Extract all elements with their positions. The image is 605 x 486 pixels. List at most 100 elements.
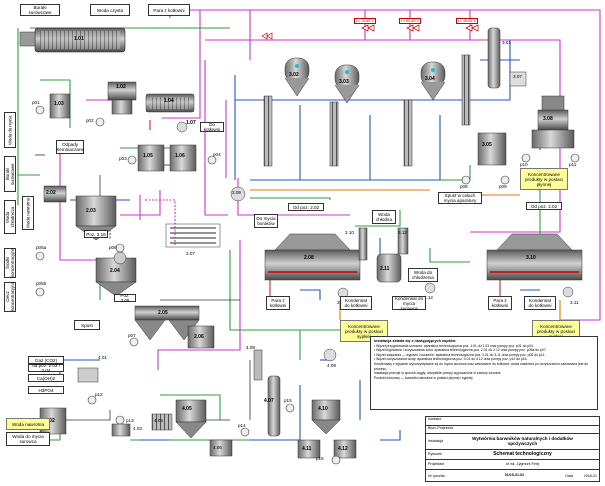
- pump-tag-p13: p13: [126, 418, 134, 423]
- pump-tag-p06: p06: [109, 245, 117, 250]
- dashed-line: [145, 199, 176, 245]
- tag-3-12: 3.12: [398, 230, 407, 235]
- box-spust: Spust: [74, 320, 100, 330]
- tag-2-02: 2.02: [46, 190, 56, 196]
- box-od-poz202: Od poz. 2.02: [288, 203, 324, 211]
- tag-2-05: 2.05: [158, 310, 168, 316]
- equipment-1-03: [49, 93, 71, 119]
- equipment-2-06: [187, 325, 215, 349]
- box-kondensat2: Kondensat do mycia surowca: [392, 296, 426, 311]
- side-label-woda-chlodnicza: Woda chłodnicza: [4, 200, 16, 234]
- box-koncentrat-plyn: Koncentrowane produkty w postaci płynnej: [520, 168, 568, 190]
- equipment-4-05: [175, 399, 207, 439]
- pump-tag-p11: p11: [569, 162, 577, 167]
- box-woda-naw: Woda nawrotna: [6, 418, 50, 430]
- pump-p03: [127, 155, 137, 165]
- pump-p08: [461, 175, 471, 185]
- equipment-3-02: [284, 57, 310, 97]
- tag-2-03: 2.03: [86, 208, 96, 214]
- equipment-3-03: [334, 64, 360, 104]
- pump-p09: [500, 175, 510, 185]
- pump-tag-p14: p14: [238, 423, 246, 428]
- equipment-4-09: [323, 348, 337, 362]
- box-woda-chlodz: Woda chłodna: [372, 210, 396, 224]
- tag-3-10: 3.10: [526, 255, 536, 261]
- tb-rysunek-value: Schemat technologiczny: [493, 451, 552, 457]
- equipment-2-02: [43, 185, 67, 203]
- tag-3-02: 3.02: [289, 72, 299, 78]
- pump-p02: [95, 117, 105, 127]
- tag-4-07: 4.07: [264, 398, 274, 404]
- tag-1-04: 1.04: [164, 98, 174, 104]
- tag-1-02: 1.02: [116, 84, 126, 90]
- pump-tag-p05b: p05b: [36, 281, 47, 286]
- tag-3-11: 3.11: [570, 300, 579, 305]
- equipment-2-08: [264, 233, 361, 281]
- box-poz318: Poz. 3.18: [84, 230, 108, 238]
- box-gaz2: od poz. 2.03 i 2.04: [28, 363, 64, 373]
- equipment-2-11: [376, 253, 402, 283]
- pumps: [35, 105, 580, 465]
- box-cip: Spust w celach mycia aparatury: [438, 192, 482, 204]
- equipment-1-02: [107, 81, 137, 115]
- tag-2-07: 2.07: [186, 251, 195, 256]
- tag-4-08: 4.08: [246, 345, 255, 350]
- equipment-2-12: [424, 282, 436, 294]
- tag-4-01: 4.01: [98, 355, 107, 360]
- tag-4-04: 4.04: [154, 418, 163, 423]
- pump-p05a: [35, 251, 45, 261]
- pump-p05b: [35, 287, 45, 297]
- pump-tag-p07: p07: [128, 333, 136, 338]
- box-do-kotlowni: Do kotłowni: [200, 122, 224, 132]
- box-woda-czysta: Woda czysta: [90, 4, 130, 16]
- notes-line-3: Węzeł zatężania — wyparki i suszenie: ap…: [376, 352, 546, 357]
- notes-line-1: Węzeł przygotowania surowca: aparatura t…: [376, 343, 534, 348]
- equipment-1-04: [145, 93, 195, 113]
- tag-2-12: 2.12: [424, 295, 433, 300]
- equipment-4-06: [209, 439, 233, 457]
- box-poz308: Poz. 3.08: [114, 293, 136, 303]
- temp-label-1: t = 70-80°C: [354, 18, 377, 24]
- equipment-3-08: [531, 95, 575, 149]
- equipment-4-08: [253, 349, 263, 381]
- pump-p12: [87, 395, 97, 405]
- tb-rysunek-label: Rysunek: [428, 452, 442, 456]
- tb-biuro-label: Biuro Projektów: [428, 426, 454, 430]
- tag-2-06: 2.06: [194, 334, 204, 340]
- tag-2-08: 2.08: [304, 255, 314, 261]
- tag-3-01: 3.01: [502, 40, 511, 45]
- heater-tubes: [263, 54, 471, 167]
- installation-notes: Instalacja składa się z następujących wę…: [370, 336, 598, 410]
- tag-3-09: 3.09: [232, 190, 241, 195]
- box-odpad: Odpady ziemniaczane: [55, 140, 85, 154]
- pump-p14: [240, 427, 250, 437]
- notes-line-5: Kondensaty z wyparek wykorzystywane są d…: [374, 361, 589, 371]
- tb-nr-value: 01/15-01-02: [504, 473, 525, 477]
- equipment-2-04: [95, 251, 137, 297]
- box-caoh: Ca(OH)2: [28, 374, 64, 382]
- tag-3-07: 3.07: [513, 74, 522, 79]
- tag-4-12: 4.12: [338, 446, 348, 452]
- notes-line-2: Węzeł ługowania i oczyszczania soku: apa…: [376, 348, 547, 353]
- pump-p06: [115, 243, 125, 253]
- box-woda-do-chlodzenia: Woda do chłodzenia: [408, 268, 438, 282]
- equipment-4-04: [151, 413, 173, 431]
- equipment-4-01: [77, 367, 99, 383]
- pump-tag-p10: p10: [520, 162, 528, 167]
- box-para-kotl1: Para z kotłowni: [266, 296, 290, 310]
- side-label-srodki: Środki koncentracyjne: [4, 248, 16, 278]
- pump-tag-p01: p01: [32, 100, 40, 105]
- side-label-ciecz: Ciecz koncentracyjna: [4, 282, 16, 312]
- tag-1-05: 1.05: [143, 153, 153, 159]
- box-kondensat1: Kondensat do kotłowni: [340, 296, 372, 310]
- tag-1-03: 1.03: [54, 101, 64, 107]
- tb-date-label: Data: [565, 474, 573, 478]
- temp-label-2: t = 60-65°C: [399, 18, 422, 24]
- equipment-2-05: [134, 305, 200, 341]
- tag-1-01: 1.01: [74, 36, 84, 42]
- notes-title: Instalacja składa się z następujących wę…: [374, 339, 457, 343]
- pump-p16: [331, 455, 341, 465]
- tag-1-06: 1.06: [175, 153, 185, 159]
